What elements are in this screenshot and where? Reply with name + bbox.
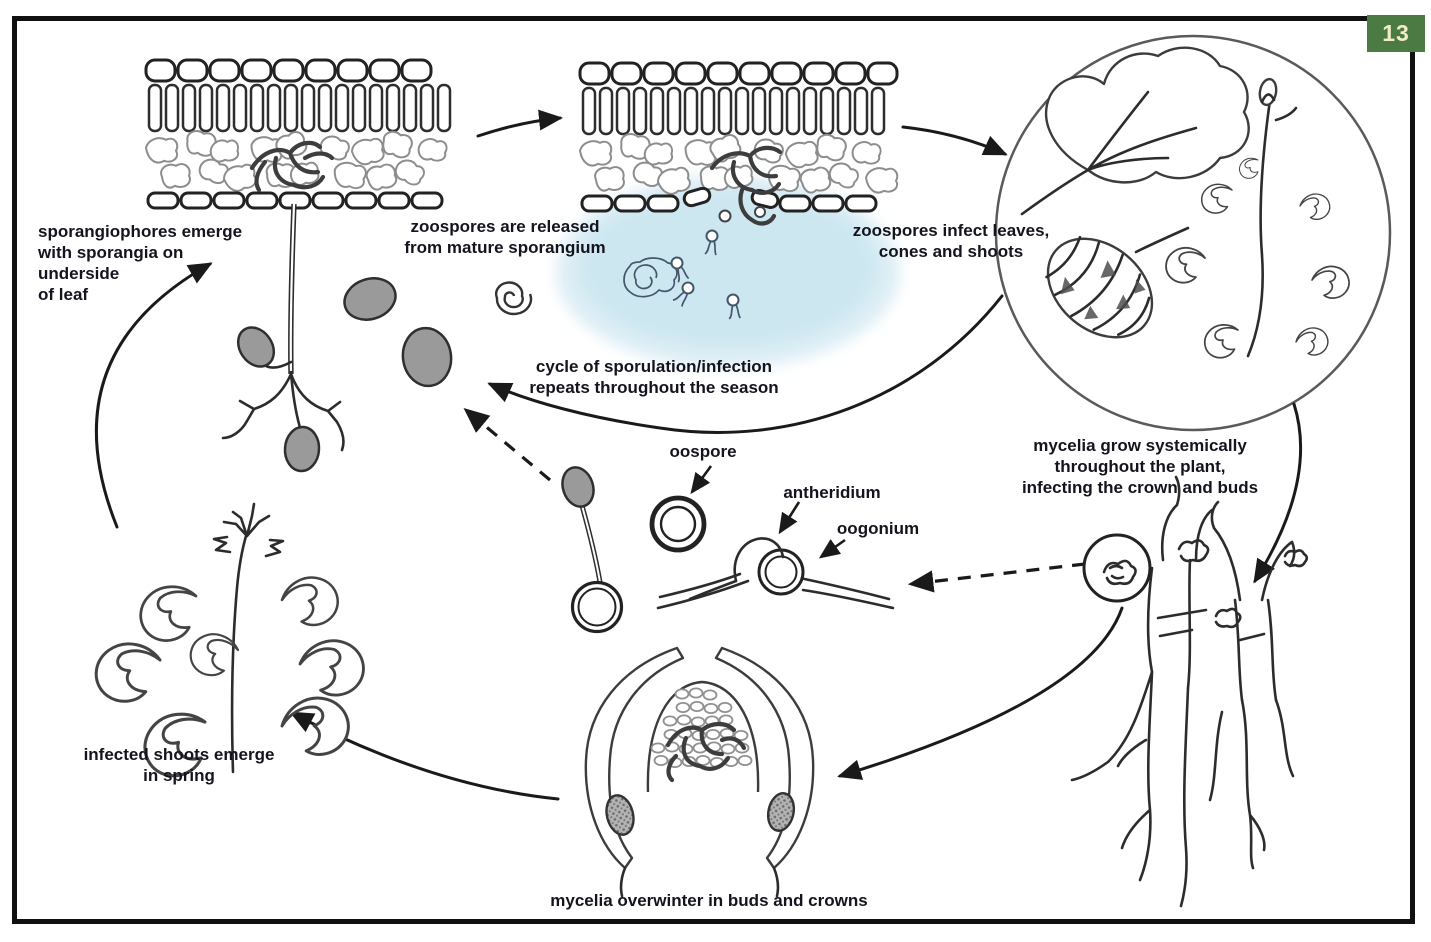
zoospores [623, 229, 743, 321]
label-cycle-repeats: cycle of sporulation/infection repeats t… [529, 357, 779, 397]
label-sporangiophores-emerge: sporangiophores emerge with sporangia on… [38, 222, 243, 304]
sexual-stage [561, 465, 895, 634]
sporangium [236, 326, 276, 368]
water-droplet [556, 176, 900, 368]
oogonium-antheridium-drawing [656, 537, 895, 610]
hop-shoot-drawing [1163, 77, 1352, 364]
label-oogonium: oogonium [836, 519, 920, 538]
cycle-arrows [94, 109, 1303, 801]
overwintering-bud [584, 646, 815, 898]
arrow-cycle-repeats [487, 294, 1004, 434]
mycelium-in-bud [665, 721, 747, 783]
mycelium-in-leaf [249, 140, 335, 193]
germinating-oospore [561, 466, 624, 634]
circled-bud [1082, 533, 1152, 603]
mycelium-pocket [605, 794, 635, 836]
arrow-circle-to-crown [1253, 402, 1303, 584]
mycelium-pocket [766, 792, 796, 832]
empty-sporangium [623, 257, 678, 298]
sporangium-floating [401, 326, 453, 388]
arrow-shoot-to-leaf1 [94, 262, 213, 529]
antheridium-shape [733, 537, 785, 583]
arrow-leaf2-to-circle [901, 125, 1008, 156]
label-infected-shoots: infected shoots emerge in spring [83, 745, 275, 785]
dashed-arrow-crown-to-oogonium [907, 562, 1086, 593]
hop-leaf-drawing [1020, 46, 1250, 216]
figure-number-badge: 13 [1367, 15, 1425, 52]
dashed-arrow-oospore-to-sporangia [463, 407, 552, 482]
label-mycelia-grow: mycelia grow systemically throughout the… [1021, 436, 1259, 497]
label-zoospores-released: zoospores are released from mature spora… [404, 217, 606, 257]
oogonium-pointer-arrow [818, 538, 846, 559]
label-oospore: oospore [669, 442, 737, 461]
sporangium [283, 425, 321, 473]
figure-border [12, 16, 1415, 924]
empty-sporangium-spiral [495, 281, 533, 316]
arrow-crown-to-bud [837, 606, 1124, 780]
label-antheridium: antheridium [783, 483, 881, 502]
arrow-leaf1-to-leaf2 [476, 109, 563, 138]
mycelium-breaking-through [709, 145, 783, 226]
leaf-cells [578, 61, 899, 213]
oospore-pointer-arrow [690, 465, 713, 495]
sporangium-floating [343, 277, 397, 321]
infected-parts-circle [994, 34, 1392, 432]
label-mycelia-overwinter: mycelia overwinter in buds and crowns [550, 891, 868, 910]
crown-and-roots [1070, 475, 1309, 908]
antheridium-pointer-arrow [778, 501, 801, 535]
oospore-drawing [649, 495, 707, 553]
label-zoospores-infect: zoospores infect leaves, cones and shoot… [852, 221, 1050, 261]
leaf-petiole [1020, 168, 1090, 216]
leaf-cells [144, 58, 452, 210]
hop-cone-drawing [1045, 226, 1190, 339]
infected-shoot [91, 502, 369, 787]
leaf-cross-section-2 [578, 61, 899, 226]
leaf-cross-section-1 [144, 58, 533, 473]
figure-number: 13 [1382, 20, 1410, 46]
sporangiophore [221, 203, 345, 473]
